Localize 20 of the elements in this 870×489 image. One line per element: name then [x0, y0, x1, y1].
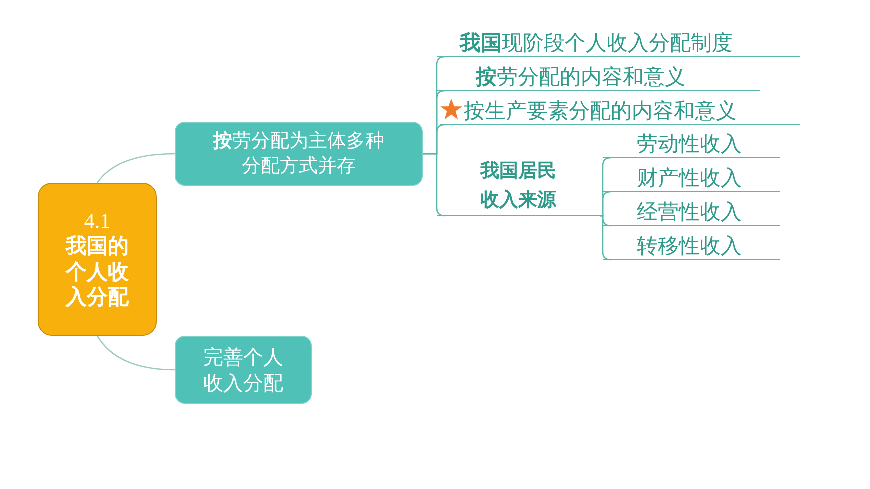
topic-box	[38, 183, 157, 336]
topic-text: 经营性收入	[637, 198, 742, 225]
connector-line	[423, 153, 446, 217]
topic-text: 完善个人收入分配	[202, 344, 284, 396]
branch-box	[175, 336, 312, 404]
topic-text: 劳动性收入	[637, 130, 742, 157]
connector-line	[600, 191, 612, 217]
topic-text: 我国现阶段个人收入分配制度	[460, 30, 733, 56]
branch-box	[175, 122, 423, 186]
connector-line	[96, 153, 176, 184]
topic-text: 我国居民收入来源	[479, 159, 558, 212]
topic-text: 按劳分配为主体多种分配方式并存	[212, 129, 386, 179]
topic-text: 转移性收入	[637, 232, 742, 259]
topic-text: 财产性收入	[637, 164, 742, 191]
section-number: 4.1	[84, 209, 111, 234]
topic-text: 我国的个人收入分配	[65, 234, 130, 310]
topic-text: 按生产要素分配的内容和意义	[464, 98, 737, 124]
topic-text: 按劳分配的内容和意义	[476, 64, 686, 90]
connector-line	[600, 215, 612, 261]
connector-line	[96, 336, 176, 371]
